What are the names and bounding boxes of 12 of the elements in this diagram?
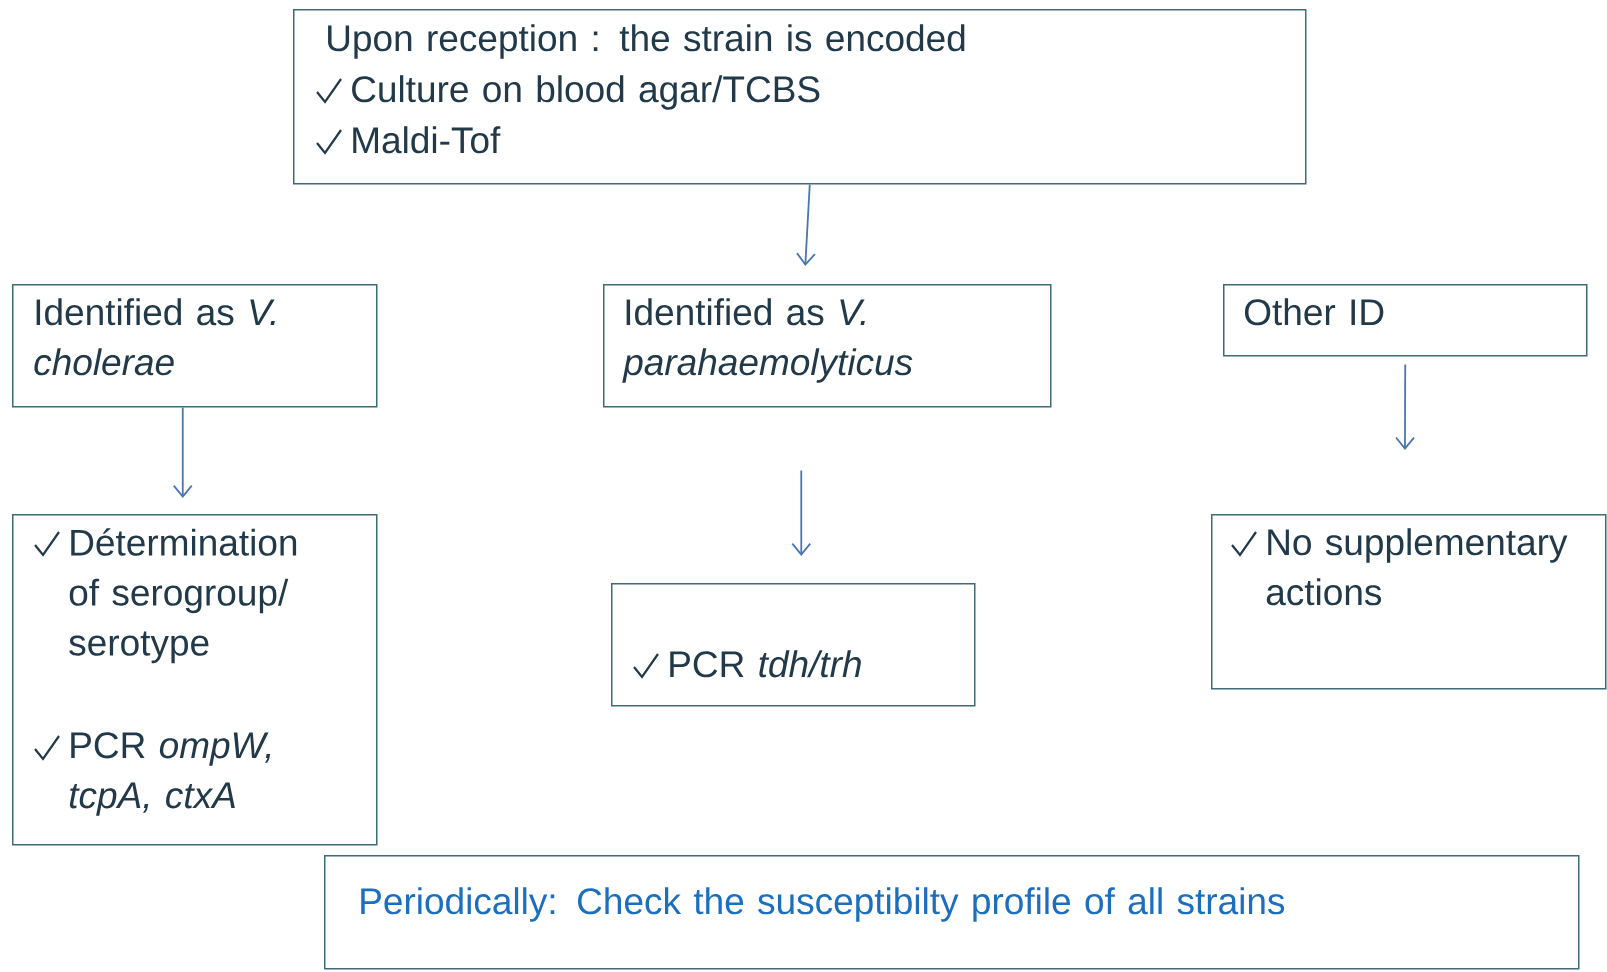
process-box: PCR tdh/trh bbox=[611, 583, 976, 707]
process-box: Identified as V. cholerae bbox=[12, 284, 378, 408]
process-box: Identified as V. parahaemolyticus bbox=[603, 284, 1052, 408]
process-box: Upon reception : the strain is encoded Culture on blood agar/TCBS Maldi-Tof bbox=[293, 9, 1307, 185]
arrow bbox=[172, 406, 193, 498]
process-box: No supplementary actions bbox=[1211, 514, 1607, 690]
arrow bbox=[796, 183, 816, 267]
arrow bbox=[1395, 363, 1415, 450]
process-box: Other ID bbox=[1223, 284, 1588, 357]
process-box: Détermination of serogroup/ serotype PCR ompW, tcpA, ctxA bbox=[12, 514, 378, 846]
process-box: Periodically: Check the susceptibilty profile of all strains bbox=[324, 855, 1580, 970]
arrow bbox=[791, 469, 812, 556]
